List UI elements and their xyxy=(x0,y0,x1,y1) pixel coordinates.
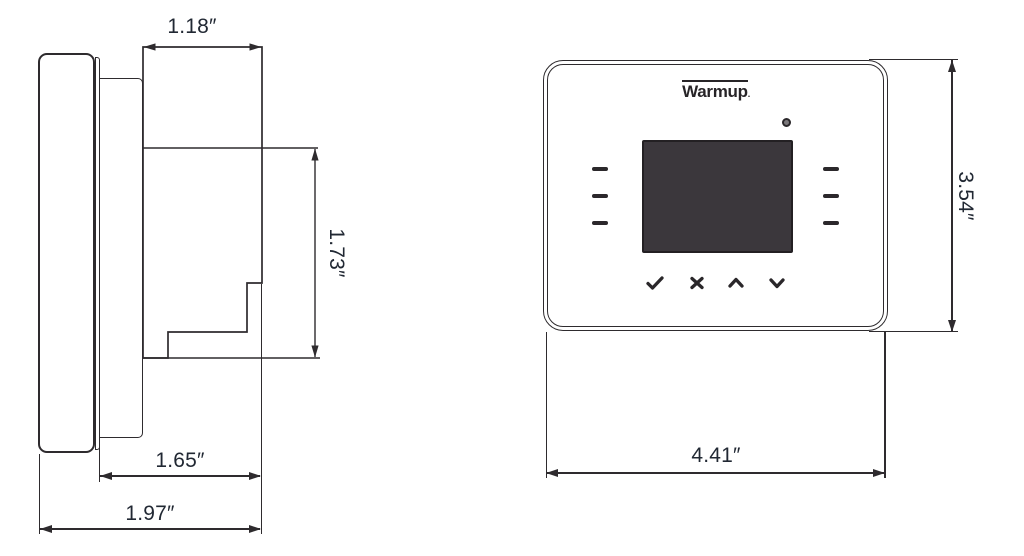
extension-line xyxy=(869,58,958,61)
softkey-dash-icon xyxy=(823,194,839,198)
dimension-label-mount-depth: 1.65″ xyxy=(155,449,205,472)
arrowhead-right xyxy=(873,469,885,477)
backbox-profile xyxy=(142,43,320,359)
faceplate-profile xyxy=(38,53,95,453)
arrowhead-right xyxy=(248,525,261,533)
arrowhead-left xyxy=(39,525,52,533)
softkey-dash-icon xyxy=(592,194,608,198)
chevron-up-icon xyxy=(728,277,744,288)
warmup-logo: Warmup. xyxy=(666,80,766,101)
extension-line xyxy=(545,332,547,478)
dimension-label-overall-height: 3.54″ xyxy=(954,171,977,221)
softkey-dash-icon xyxy=(592,221,608,225)
arrowhead-up xyxy=(948,59,956,72)
device-outline-outer xyxy=(543,60,888,331)
dimension-line xyxy=(546,472,885,474)
extension-line xyxy=(38,454,41,534)
softkey-dash-icon xyxy=(823,221,839,225)
dimension-label-body-height: 1.73″ xyxy=(325,228,348,278)
led-indicator-icon xyxy=(782,118,791,127)
extension-line xyxy=(884,332,886,478)
check-icon xyxy=(646,276,664,290)
device-screen xyxy=(642,140,793,253)
dimension-line xyxy=(100,475,260,477)
chevron-down-icon xyxy=(769,278,785,289)
dimension-label-top-depth: 1.18″ xyxy=(167,15,217,38)
warmup-logo-mark: . xyxy=(747,89,751,99)
softkey-dash-icon xyxy=(823,167,839,171)
softkey-dash-icon xyxy=(592,167,608,171)
arrowhead-left xyxy=(546,469,559,477)
arrowhead-left xyxy=(99,472,112,480)
dimension-line xyxy=(951,60,953,331)
warmup-logo-text: Warmup xyxy=(682,80,748,101)
dimension-line xyxy=(40,528,260,530)
extension-line xyxy=(869,330,958,333)
arrowhead-down xyxy=(948,319,956,332)
dimension-label-overall-depth: 1.97″ xyxy=(125,502,175,525)
dimension-label-overall-width: 4.41″ xyxy=(691,444,741,467)
cross-icon xyxy=(690,276,704,290)
extension-line xyxy=(98,440,100,482)
extension-line xyxy=(260,284,262,534)
arrowhead-right xyxy=(248,472,261,480)
device-outline-inner xyxy=(547,64,884,327)
